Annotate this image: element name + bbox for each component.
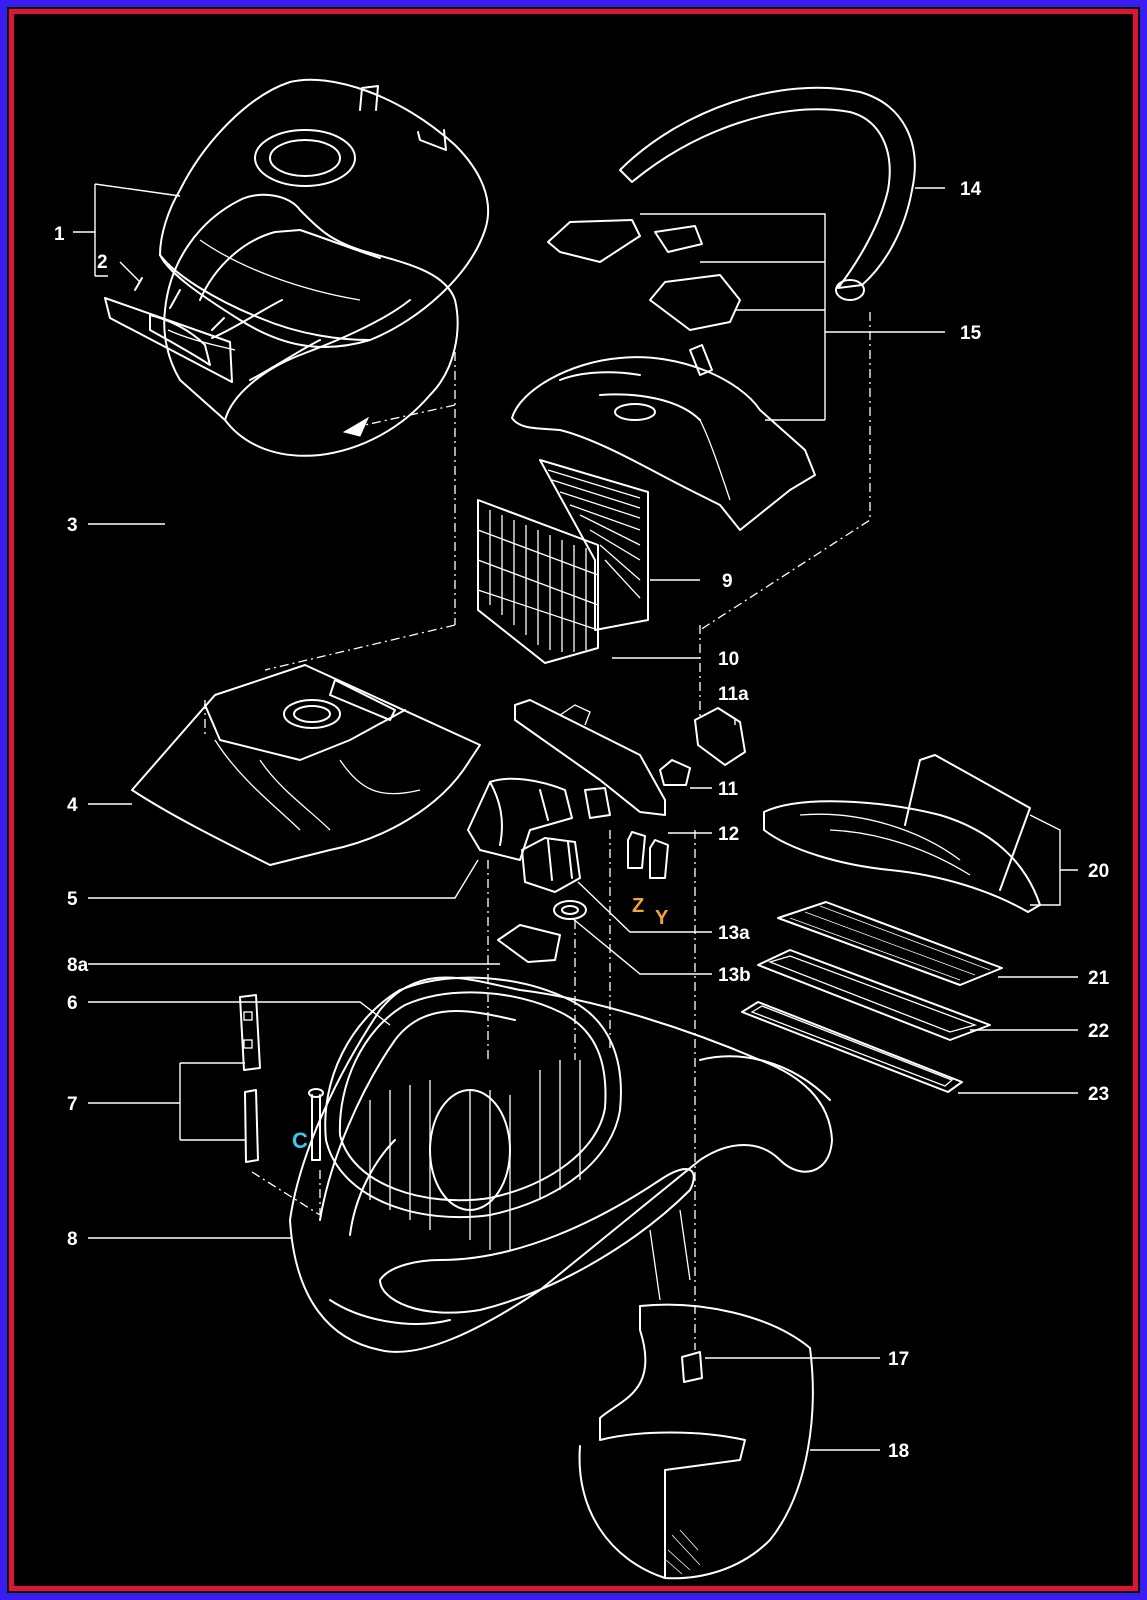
- part-22-frame: [757, 949, 991, 1041]
- part-5-bag-support: [467, 777, 573, 861]
- label-9: 9: [722, 571, 733, 592]
- label-23: 23: [1088, 1084, 1109, 1105]
- label-22: 22: [1088, 1021, 1109, 1042]
- part-8a-clip: [497, 924, 561, 963]
- part-1-top-lid: [159, 78, 490, 349]
- part-13a-seal: [521, 837, 581, 893]
- label-4: 4: [67, 795, 78, 816]
- part-6-gasket: [324, 976, 622, 1219]
- part-rim: [379, 1168, 695, 1314]
- label-2: 2: [97, 252, 108, 273]
- part-18-outer-shell: [578, 1303, 814, 1580]
- label-3: 3: [67, 515, 78, 536]
- part-11a-switch: [694, 707, 746, 766]
- part-15-upper-housing: [511, 219, 816, 531]
- part-20-cover: [763, 754, 1041, 913]
- part-zy-terminals: [627, 831, 669, 879]
- part-13b-valve: [553, 900, 587, 920]
- part-7-clips: [239, 994, 261, 1163]
- label-13b: 13b: [718, 965, 751, 986]
- label-z: Z: [632, 895, 644, 917]
- label-7: 7: [67, 1094, 78, 1115]
- label-21: 21: [1088, 968, 1110, 989]
- label-6: 6: [67, 993, 78, 1014]
- label-20: 20: [1088, 861, 1109, 882]
- label-5: 5: [67, 889, 78, 910]
- guide-line: [699, 312, 871, 631]
- inner-border: [9, 9, 1138, 1591]
- label-10: 10: [718, 649, 739, 670]
- label-17: 17: [888, 1349, 909, 1370]
- label-18: 18: [888, 1441, 909, 1462]
- guide-line: [264, 624, 456, 671]
- part-14-handle: [619, 86, 916, 301]
- guide-line: [364, 404, 456, 426]
- leader-lines: [73, 183, 1078, 1451]
- part-3-bag-holder: [163, 193, 459, 457]
- label-14: 14: [960, 179, 982, 200]
- part-17-clip: [681, 1351, 703, 1383]
- label-y: Y: [655, 907, 669, 929]
- part-12-bracket: [514, 699, 666, 816]
- label-8a: 8a: [67, 955, 89, 976]
- part-10-filter-grille: [477, 499, 599, 664]
- part-8-main-body: [289, 976, 833, 1353]
- label-8: 8: [67, 1229, 78, 1250]
- part-c-screw: [308, 1088, 324, 1161]
- part-21-filter: [777, 901, 1003, 986]
- label-11: 11: [718, 779, 739, 800]
- label-c: C: [292, 1128, 308, 1153]
- label-11a: 11a: [718, 684, 749, 705]
- part-4-dust-bag: [131, 664, 481, 866]
- label-13a: 13a: [718, 923, 750, 944]
- part-stopper: [584, 787, 611, 819]
- label-1: 1: [54, 224, 65, 245]
- label-12: 12: [718, 824, 739, 845]
- guide-line: [251, 1171, 321, 1216]
- part-2-clip: [104, 277, 233, 383]
- label-15: 15: [960, 323, 982, 344]
- part-11-connector: [659, 759, 691, 786]
- part-23-frame: [741, 1001, 963, 1093]
- part-9-filter-pad: [539, 459, 649, 631]
